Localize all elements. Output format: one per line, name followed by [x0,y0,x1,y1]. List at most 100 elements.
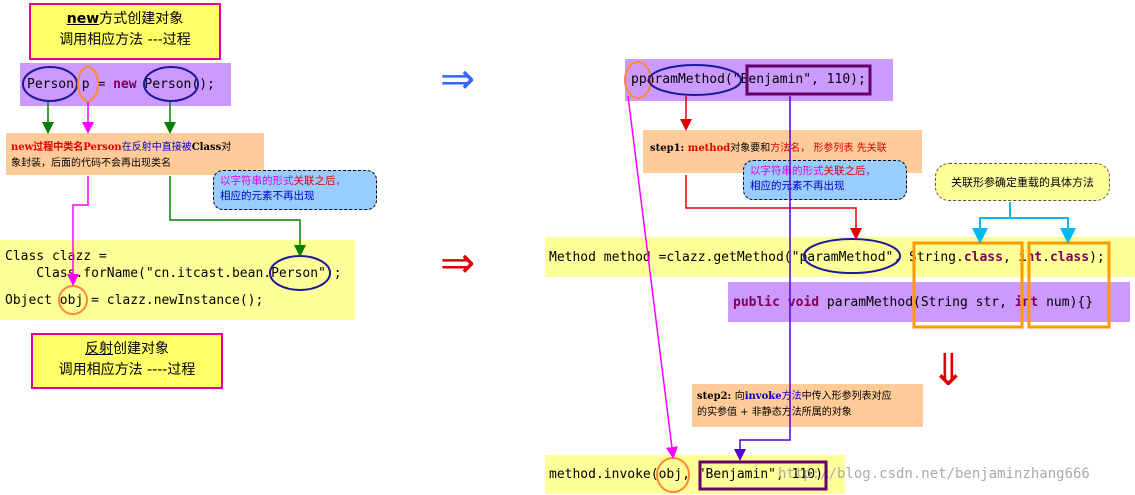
right-bubble-part3: ， [865,165,877,177]
right-bubble-part2: 关联之后 [823,165,866,177]
call-p-ellipse [624,61,652,99]
left-bubble-part2: 关联之后 [293,175,336,187]
getmethod-name-arg: paramMethod [799,250,886,265]
reflect-keyword-text: 反射 [85,341,113,357]
person-ctor-ellipse [143,66,199,102]
red-down-double-arrow-icon: ⇓ [930,345,967,396]
left-bubble-part1: 以字符串的形式 [220,175,294,187]
new-annotation-box: new过程中类名Person在反射中直接被Class对 象封装，后面的代码不会再… [6,133,264,175]
int-class-box [1027,241,1111,329]
new-title-line1: new方式创建对象 [31,9,219,30]
new-annotation-part4: 对 [221,142,232,153]
cyan-branch [972,202,1011,244]
decl-signature: paramMethod(String str, [819,295,1015,310]
purple-arrow-args-to-invoke [734,96,791,461]
step2-label: step2: [697,391,735,402]
new-code-line: Person p = new Person(); [27,77,215,93]
reflect-person-ellipse [269,255,331,291]
call-code-end: ); [850,72,866,87]
step2-method-word: 方法 [781,391,802,402]
step1-params: ， 形参列表 先关联 [800,143,887,154]
invoke-obj-arg: obj [658,467,683,482]
call-code-paren: ( [724,72,733,87]
invoke-code-line: method.invoke(obj, "Benjamin", 110); [549,467,831,482]
new-code-constructor: Person [144,77,192,92]
decl-void-kw: void [787,295,820,310]
reflect-object-type: Object [5,293,60,308]
right-bubble-line1: 以字符串的形式关联之后， [750,164,900,179]
left-bubble-line1: 以字符串的形式关联之后， [220,174,370,189]
step2-invoke-word: invoke [744,391,782,402]
p-var-ellipse [77,66,99,102]
new-annotation-line1: new过程中类名Person在反射中直接被Class对 [11,140,260,156]
magenta-arrow-2 [67,176,89,286]
call-code-method: paramMethod [638,72,725,87]
method-decl-line: public void paramMethod(String str, int … [733,295,1093,310]
call-method-ellipse [648,64,742,96]
new-annotation-part2: 在反射中直接被 [121,142,192,153]
getmethod-name-ellipse [803,238,901,274]
step2-line2: 的实参值 + 非静态方法所属的对象 [697,407,852,418]
reflect-code-line3: Object obj = clazz.newInstance(); [5,293,263,308]
invoke-args: "Benjamin", 110 [697,467,816,482]
step2-annotation-box: step2: 向invoke方法中传入形参列表对应 的实参值 + 非静态方法所属… [692,384,923,427]
left-bubble-part3: ， [335,175,347,187]
reflect-code-line2: Class.forName("cn.itcast.bean.Person"); [5,266,341,281]
new-code-type: Person [27,77,74,92]
new-code-var: p [81,77,90,92]
string-class-box [912,241,1024,329]
call-args-box [745,64,872,96]
cyan-branch-2 [1010,217,1076,244]
reflect-forname-call: Class.forName("cn.itcast.bean. [5,266,272,281]
left-string-bubble: 以字符串的形式关联之后， 相应的元素不再出现 [213,170,377,210]
reflect-obj-var: obj [59,293,84,308]
red-arrow-step1-to-getmethod [685,175,862,240]
new-code-assign: = [89,77,114,92]
decl-public-kw: public [733,295,780,310]
invoke-obj-ellipse [656,457,690,493]
reflect-obj-ellipse [58,285,88,315]
reflect-title-line2: 调用相应方法 ----过程 [58,362,196,378]
reflect-title-box: 反射创建对象 调用相应方法 ----过程 [31,333,223,389]
invoke-call: method.invoke( [549,467,659,482]
person-type-ellipse [22,66,78,102]
call-code-line: pparamMethod("Benjamin", 110); [631,72,866,87]
green-arrow-3 [169,176,306,257]
invoke-args-box [698,460,828,491]
reflect-title-line1: 反射创建对象 [33,339,221,360]
overload-note: 关联形参确定重载的具体方法 [935,163,1110,201]
right-bubble-line2: 相应的元素不再出现 [750,180,845,192]
right-string-bubble: 以字符串的形式关联之后， 相应的元素不再出现 [743,160,907,200]
blue-double-arrow-icon: ⇒ [440,54,476,103]
step1-method-word: method [687,143,731,154]
new-title-text: 方式创建对象 [99,11,184,27]
magenta-arrow-p-to-obj [627,95,678,459]
new-title-line2: 调用相应方法 ---过程 [59,32,191,48]
left-bubble-line2: 相应的元素不再出现 [220,190,315,202]
reflect-title-text: 创建对象 [113,341,169,357]
step2-prefix: 向 [734,391,745,402]
reflect-newinstance: = clazz.newInstance(); [83,293,264,308]
getmethod-class-kw2: class [1049,250,1090,265]
getmethod-code-line: Method method =clazz.getMethod("paramMet… [549,250,1105,265]
right-bubble-part1: 以字符串的形式 [750,165,824,177]
getmethod-dot: . [1042,250,1050,265]
new-annotation-line2: 象封装，后面的代码不会再出现类名 [11,158,171,169]
getmethod-string-type: String. [909,250,964,265]
step1-part1: 对象要和 [730,143,771,154]
new-code-new-keyword: new [113,77,137,92]
getmethod-end: ); [1089,250,1105,265]
new-keyword-text: new [66,11,100,27]
step1-methodname: 方法名 [770,143,801,154]
new-annotation-part3: Class [191,142,222,153]
method-decl-box [728,282,1130,322]
invoke-sep: , [682,467,698,482]
step1-label: step1: [650,143,688,154]
new-code-box [20,63,231,106]
getmethod-sep2: , [1002,250,1019,265]
reflect-classname: Person [271,266,319,281]
call-code-obj: p [631,72,639,87]
red-double-arrow-icon: ⇒ [440,238,476,287]
step2-rest: 中传入形参列表对应 [801,391,892,402]
